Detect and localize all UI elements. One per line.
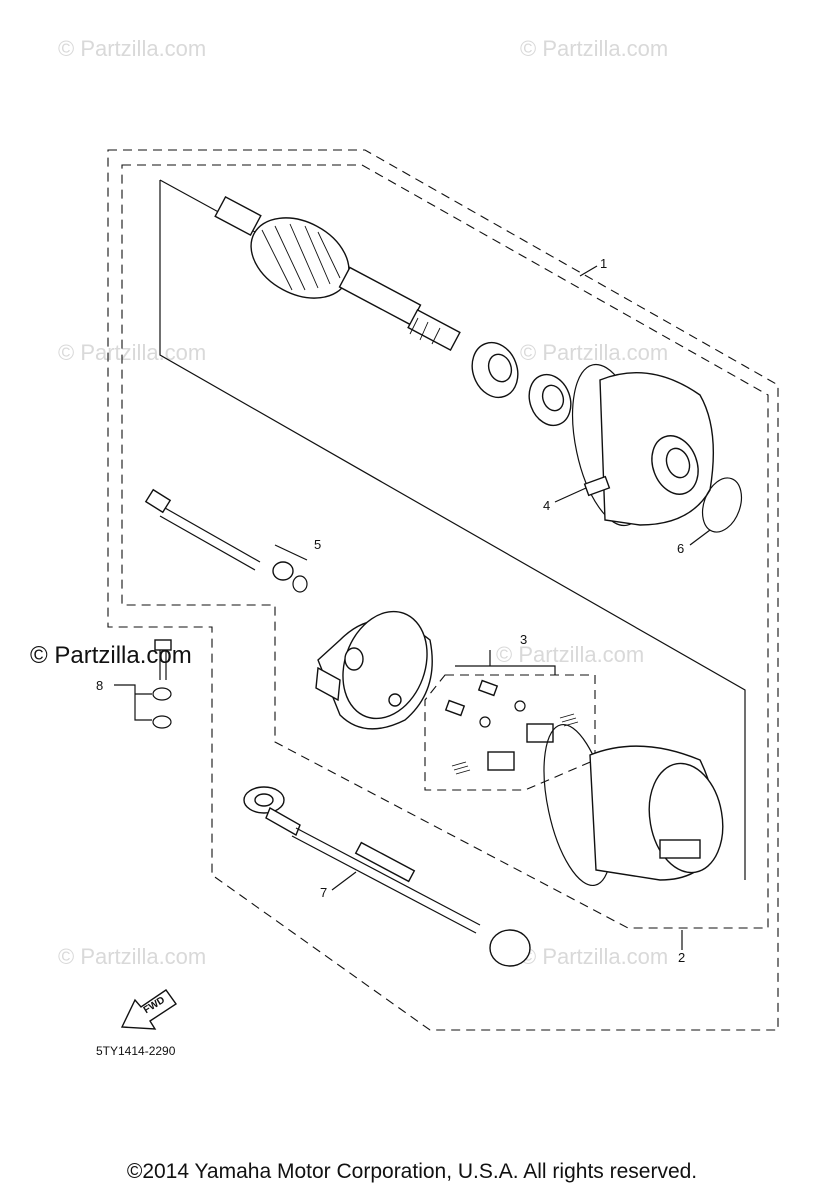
bearing-1 xyxy=(471,341,519,399)
leader-5 xyxy=(274,544,308,561)
watermark: © Partzilla.com xyxy=(520,340,669,365)
leader-3 xyxy=(455,650,556,675)
fwd-arrow xyxy=(120,989,177,1030)
assembly-boundary-2 xyxy=(121,164,769,929)
callout-4: 4 xyxy=(543,498,551,513)
callout-7: 7 xyxy=(320,885,328,900)
assembly-boundary-1 xyxy=(107,149,779,1031)
small-o-ring xyxy=(292,575,308,593)
watermark: © Partzilla.com xyxy=(58,944,207,969)
armature xyxy=(214,195,461,352)
bracket-8 xyxy=(114,684,152,721)
washer xyxy=(272,561,294,581)
watermark: © Partzilla.com xyxy=(496,642,645,667)
callout-8: 8 xyxy=(96,678,104,693)
watermark: © Partzilla.com xyxy=(520,944,669,969)
leader-1 xyxy=(579,265,598,277)
watermark: © Partzilla.com xyxy=(520,36,669,61)
leader-6 xyxy=(689,529,711,546)
leader-4 xyxy=(554,487,587,503)
copyright-notice: ©2014 Yamaha Motor Corporation, U.S.A. A… xyxy=(126,1160,698,1183)
through-bolt xyxy=(144,488,261,571)
callout-1: 1 xyxy=(600,256,608,271)
yoke xyxy=(543,723,724,887)
callout-6: 6 xyxy=(677,541,685,556)
callout-5: 5 xyxy=(314,537,322,552)
leader-7 xyxy=(331,871,357,891)
o-ring xyxy=(701,477,743,533)
front-cover xyxy=(572,363,714,527)
rear-cover xyxy=(315,610,433,730)
diagram-code: 5TY1414-2290 xyxy=(96,1044,176,1058)
brush-parts xyxy=(444,679,579,775)
screw-set xyxy=(152,639,172,729)
lead-wire xyxy=(243,786,531,967)
bearing-2 xyxy=(528,373,572,427)
watermark: © Partzilla.com xyxy=(58,36,207,61)
brush-set-boundary xyxy=(424,674,596,791)
callout-3: 3 xyxy=(520,632,528,647)
callout-2: 2 xyxy=(678,950,686,965)
watermark: © Partzilla.com xyxy=(58,340,207,365)
